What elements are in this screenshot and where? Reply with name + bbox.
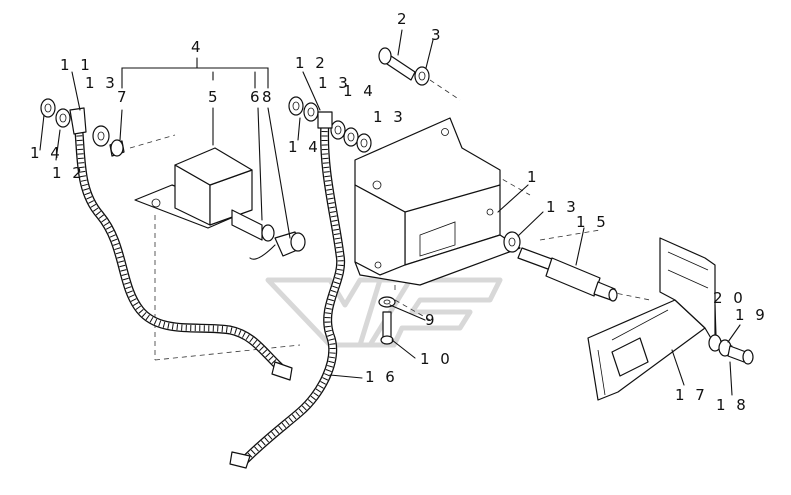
callout-14-mid-a: 1 4 (343, 82, 376, 100)
connector-wire (249, 244, 276, 260)
bracket-17-wall (659, 237, 716, 346)
callout-13-left: 1 3 (85, 74, 118, 92)
bolt-10-head (380, 335, 394, 345)
cable-12 (229, 111, 346, 469)
callout-16: 1 6 (365, 368, 398, 386)
bracket-17-window (611, 337, 649, 377)
washer-12-left (55, 108, 71, 128)
relay-assembly (109, 139, 306, 260)
bracket-17 (587, 237, 716, 401)
washer-9 (378, 296, 396, 308)
bolt-18-assembly (708, 334, 754, 365)
washer-13-left (92, 125, 110, 147)
callout-14-mid-b: 1 4 (288, 138, 321, 156)
relay-body-top (174, 147, 253, 186)
callout-15: 1 5 (576, 213, 609, 231)
callout-10: 1 0 (420, 350, 453, 368)
callout-13-mid-b: 1 3 (373, 108, 406, 126)
bolt-10-shank (382, 311, 392, 339)
middle-washers (288, 96, 372, 153)
callout-5: 5 (208, 88, 221, 106)
callout-17: 1 7 (675, 386, 708, 404)
bolt-2-assembly (378, 47, 430, 86)
callout-1: 1 (527, 168, 540, 186)
cable-11 (69, 107, 293, 381)
washer-13-right (503, 231, 521, 253)
callout-2: 2 (397, 10, 410, 28)
callout-4: 4 (191, 38, 204, 56)
callout-20: 2 0 (713, 289, 746, 307)
left-washers (40, 98, 110, 147)
bracket-17-plate (587, 299, 706, 401)
relay-terminal-stem (231, 209, 263, 241)
callout-19: 1 9 (735, 306, 768, 324)
bracket-hole-a (372, 180, 382, 190)
callout-14-left: 1 4 (30, 144, 63, 162)
plate-hole (151, 198, 161, 208)
bracket-hole-c (486, 208, 494, 216)
washer-3 (414, 66, 430, 86)
callout-8: 8 (262, 88, 275, 106)
callout-3: 3 (431, 26, 444, 44)
pin-15-assembly (503, 231, 618, 302)
callout-11: 1 1 (60, 56, 93, 74)
bolt-2-head (378, 47, 392, 65)
pin-15-body (545, 257, 601, 297)
leader-lines (39, 29, 741, 396)
callout-12-mid: 1 2 (295, 54, 328, 72)
callout-labels: 4 5 6 8 7 1 1 1 3 1 4 1 2 1 2 1 3 1 4 1 … (30, 10, 768, 414)
cable-12-terminal-end (229, 451, 251, 469)
callout-7: 7 (117, 88, 130, 106)
callout-9: 9 (425, 311, 438, 329)
washer-14-left (40, 98, 56, 118)
terminal-end (261, 224, 275, 242)
cable-11-terminal-top (69, 107, 87, 135)
callout-18: 1 8 (716, 396, 749, 414)
cable-11-terminal-end (271, 361, 293, 381)
bolt-10-assembly (378, 296, 396, 345)
cable-12-terminal-top (317, 111, 333, 129)
main-bracket-1 (354, 117, 521, 286)
callout-13-mid: 1 3 (318, 74, 351, 92)
callout-13-right: 1 3 (546, 198, 579, 216)
callout-6: 6 (250, 88, 263, 106)
callout-12-left: 1 2 (52, 164, 85, 182)
bracket-hole-b (441, 128, 449, 136)
